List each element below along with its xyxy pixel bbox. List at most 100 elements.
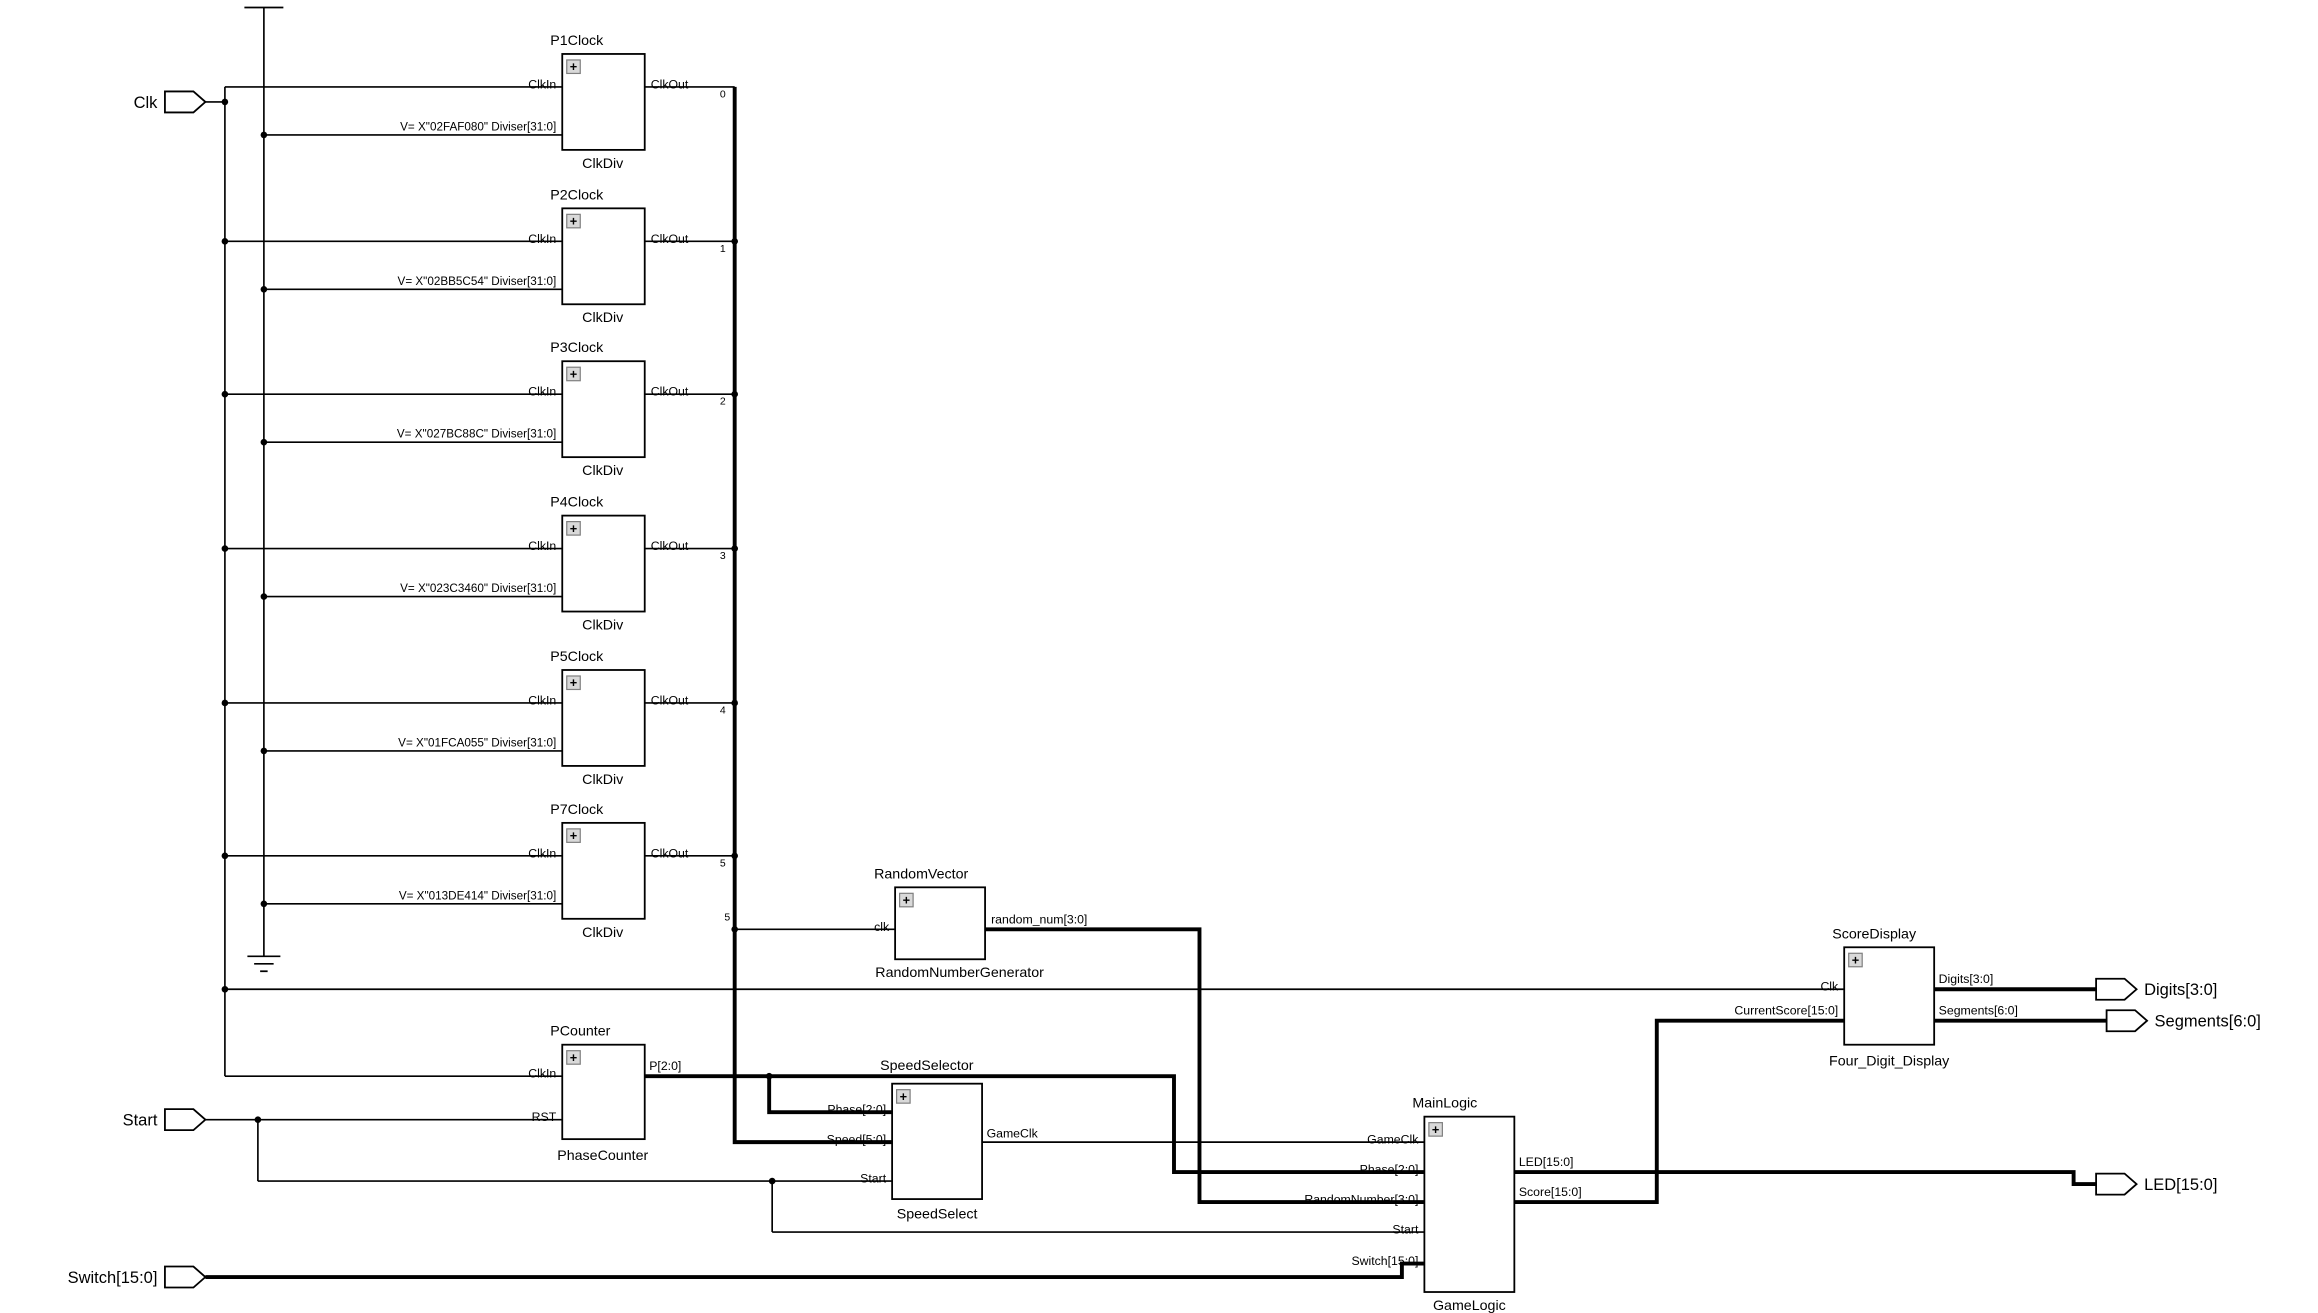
input-port-switch: Switch[15:0]: [68, 1265, 207, 1289]
instance-name: P4Clock: [550, 495, 604, 511]
pin-phase-label: Phase[2:0]: [827, 1103, 886, 1117]
input-port-clk: Clk: [134, 90, 207, 114]
expand-icon-glyph: +: [570, 828, 577, 843]
expand-icon-glyph: +: [570, 521, 577, 536]
expand-icon[interactable]: [566, 521, 581, 536]
expand-icon[interactable]: [566, 213, 581, 229]
net-led-bus[interactable]: [1514, 1170, 2097, 1187]
port-digits-symbol[interactable]: [2095, 977, 2138, 1001]
phase-counter-block: PCounter + ClkIn RST P[2:0] PhaseCounter: [528, 1024, 681, 1164]
pin-current-score-label: CurrentScore[15:0]: [1734, 1004, 1838, 1018]
pin-clkin-label: ClkIn: [528, 693, 556, 707]
junction-dot: [260, 438, 268, 446]
net-clkout-taps[interactable]: [644, 86, 735, 857]
ref-name: ClkDiv: [582, 463, 624, 479]
bus-index-label: 4: [720, 705, 726, 716]
expand-icon-glyph: +: [900, 1089, 907, 1104]
instance-name: P5Clock: [550, 649, 604, 665]
clock-divider-p1clock: P1Clock + ClkIn ClkOut V= X"02FAF080" Di…: [400, 33, 726, 172]
block-body[interactable]: [1423, 1115, 1516, 1293]
block-body[interactable]: [894, 886, 986, 961]
net-divisor-constants[interactable]: [263, 134, 563, 905]
expand-icon[interactable]: [566, 675, 581, 691]
pin-clkin-label: ClkIn: [528, 846, 556, 860]
junction-dot: [731, 925, 738, 933]
junction-dot: [221, 545, 229, 552]
ref-name: RandomNumberGenerator: [875, 965, 1044, 981]
ref-name: ClkDiv: [582, 618, 624, 634]
instance-name: P7Clock: [550, 802, 604, 818]
port-start-symbol[interactable]: [164, 1108, 207, 1132]
divisor-constant-label: V= X"02FAF080" Diviser[31:0]: [400, 120, 556, 133]
clock-divider-p4clock: P4Clock + ClkIn ClkOut V= X"023C3460" Di…: [400, 495, 726, 634]
junction-dot: [731, 852, 738, 860]
port-segments-symbol[interactable]: [2105, 1009, 2149, 1033]
port-clk-symbol[interactable]: [164, 90, 207, 114]
expand-icon-glyph: +: [570, 59, 577, 74]
divisor-constant-label: V= X"027BC88C" Diviser[31:0]: [397, 428, 556, 441]
bus-index-label: 3: [720, 551, 726, 562]
net-phase-bus[interactable]: [644, 1074, 1425, 1175]
clock-divider-p7clock: P7Clock + ClkIn ClkOut V= X"013DE414" Di…: [399, 802, 726, 941]
expand-icon[interactable]: [566, 1050, 581, 1065]
net-clk[interactable]: [205, 86, 1845, 1078]
pin-clkin-label: ClkIn: [528, 539, 556, 553]
nets: [205, 6, 2107, 1279]
expand-icon-glyph: +: [1852, 953, 1859, 968]
net-clock-bus[interactable]: [732, 86, 893, 1145]
expand-icon[interactable]: [1428, 1122, 1443, 1137]
pin-clkin-label: ClkIn: [528, 1067, 556, 1081]
net-start[interactable]: [205, 1118, 1425, 1233]
junction-dot: [221, 238, 229, 245]
expand-icon[interactable]: [1848, 952, 1863, 968]
junction-dot: [260, 285, 268, 293]
ref-name: ClkDiv: [582, 772, 624, 788]
junction-dot: [260, 593, 268, 600]
port-led-symbol[interactable]: [2095, 1172, 2138, 1196]
net-constant-rail[interactable]: [244, 6, 284, 957]
net-random-num-bus[interactable]: [985, 927, 1425, 1205]
port-clk-label: Clk: [134, 94, 159, 112]
expand-icon[interactable]: [899, 892, 914, 908]
port-switch-symbol[interactable]: [164, 1265, 207, 1289]
junction-dot: [221, 699, 229, 707]
junction-dot: [765, 1072, 773, 1080]
pin-clkout-label: ClkOut: [651, 77, 689, 91]
expand-icon-glyph: +: [570, 366, 577, 381]
pin-switch-label: Switch[15:0]: [1351, 1254, 1418, 1268]
junction-dot: [221, 985, 229, 993]
pin-p-out-label: P[2:0]: [649, 1059, 681, 1073]
junction-dot: [731, 545, 738, 552]
expand-icon-glyph: +: [903, 893, 910, 908]
junction-dot: [221, 852, 229, 860]
pin-clkout-label: ClkOut: [651, 232, 689, 246]
expand-icon[interactable]: [896, 1089, 911, 1104]
net-switch-bus[interactable]: [205, 1261, 1425, 1279]
speed-selector-block: SpeedSelector + Phase[2:0] Speed[5:0] St…: [827, 1058, 1039, 1222]
junction-dot: [260, 131, 268, 139]
expand-icon[interactable]: [566, 366, 581, 382]
instance-name: MainLogic: [1412, 1096, 1477, 1112]
expand-icon-glyph: +: [570, 214, 577, 229]
pin-digits-label: Digits[3:0]: [1939, 972, 1994, 986]
pin-segments-label: Segments[6:0]: [1939, 1004, 2018, 1018]
pin-led-label: LED[15:0]: [1519, 1155, 1574, 1169]
pin-clkin-label: ClkIn: [528, 232, 556, 246]
port-led-label: LED[15:0]: [2144, 1176, 2217, 1194]
main-logic-block: MainLogic + GameClk Phase[2:0] RandomNum…: [1304, 1096, 1581, 1313]
junction-dot: [260, 747, 268, 755]
expand-icon[interactable]: [566, 59, 581, 75]
output-port-led: LED[15:0]: [2095, 1172, 2217, 1196]
expand-icon[interactable]: [566, 828, 581, 843]
bus-index-label: 5: [720, 858, 726, 869]
port-start-label: Start: [123, 1112, 158, 1130]
score-display-block: ScoreDisplay + Clk CurrentScore[15:0] Di…: [1734, 926, 2017, 1069]
port-digits-label: Digits[3:0]: [2144, 981, 2217, 999]
divisor-constant-label: V= X"01FCA055" Diviser[31:0]: [398, 736, 556, 749]
pin-clk-label: clk: [874, 920, 890, 934]
pin-clkout-label: ClkOut: [651, 693, 689, 707]
net-score-bus[interactable]: [1514, 1018, 1845, 1205]
ground-symbol: [247, 955, 281, 973]
bus-index-label: 0: [720, 89, 726, 100]
junction-dot: [731, 699, 738, 707]
